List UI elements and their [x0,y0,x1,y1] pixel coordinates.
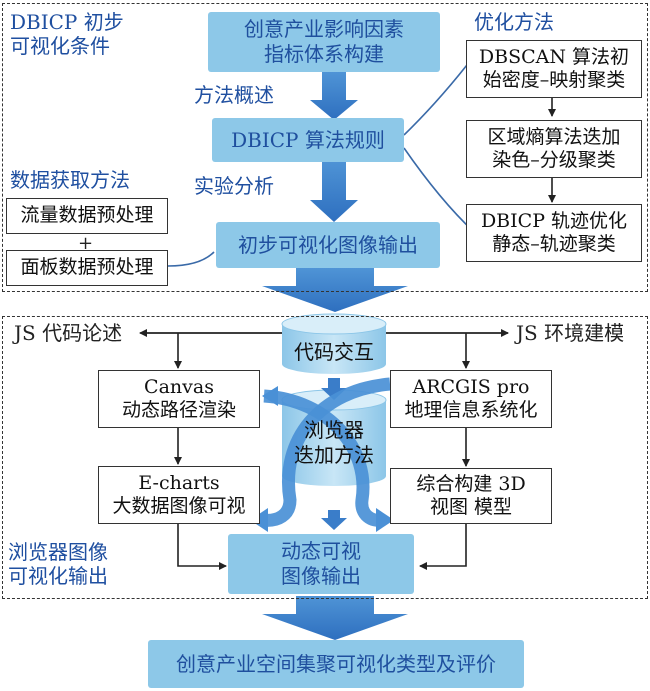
box-flow-data: 流量数据预处理 [6,198,168,234]
box-canvas: Canvas 动态路径渲染 [98,370,260,428]
label-optimize: 优化方法 [474,10,554,34]
box-echarts: E-charts 大数据图像可视 [98,466,260,524]
box-panel-data: 面板数据预处理 [6,250,168,286]
arrow-index-to-rule [310,72,358,120]
cylinder-code [281,313,387,374]
top-corner-label: DBICP 初步 可视化条件 [10,10,124,58]
cylinder-code-label: 代码交互 [294,340,374,364]
box-final: 创意产业空间集聚可视化类型及评价 [148,640,524,688]
box-arcgis: ARCGIS pro 地理信息系统化 [390,370,552,428]
curve-head-canvas [262,386,278,406]
bottom-corner-label: 浏览器图像 可视化输出 [8,540,108,588]
label-js-env: JS 环境建模 [516,321,625,345]
arrow-section1-to-section2 [262,268,408,312]
label-data-method: 数据获取方法 [10,168,130,192]
arrow-cyl1-to-cyl2 [321,378,347,400]
arrow-cyl2-to-output [321,510,347,530]
section-bottom-border [2,316,648,599]
box-3d-model: 综合构建 3D 视图 模型 [390,468,552,524]
box-opt-trajectory: DBICP 轨迹优化 静态–轨迹聚类 [466,204,642,262]
plus-sign: + [78,233,94,254]
box-dynamic-output: 动态可视 图像输出 [228,534,414,594]
box-initial-output: 初步可视化图像输出 [216,222,440,268]
box-opt-dbscan: DBSCAN 算法初 始密度–映射聚类 [466,40,642,98]
connector-data-to-output [167,251,215,267]
label-js-code: JS 代码论述 [14,321,123,345]
box-opt-entropy: 区域熵算法迭加 染色–分级聚类 [466,120,642,178]
curve-arrowhead-right [376,508,394,532]
curve-arcgis-to-echarts [261,377,391,527]
connector-echarts-to-output [177,524,227,570]
box-index-system: 创意产业影响因素 指标体系构建 [208,12,440,72]
section-top-border [2,3,648,292]
arrow-section2-to-final [262,596,408,640]
label-experiment: 实验分析 [194,174,274,198]
cylinder-browser-label: 浏览器 迭加方法 [294,418,374,467]
curve-canvas-to-3d [263,389,384,527]
connector-3d-to-output [419,524,467,570]
box-dbicp-rule: DBICP 算法规则 [212,118,404,162]
label-method: 方法概述 [194,83,274,107]
arrow-rule-to-output [310,160,358,222]
